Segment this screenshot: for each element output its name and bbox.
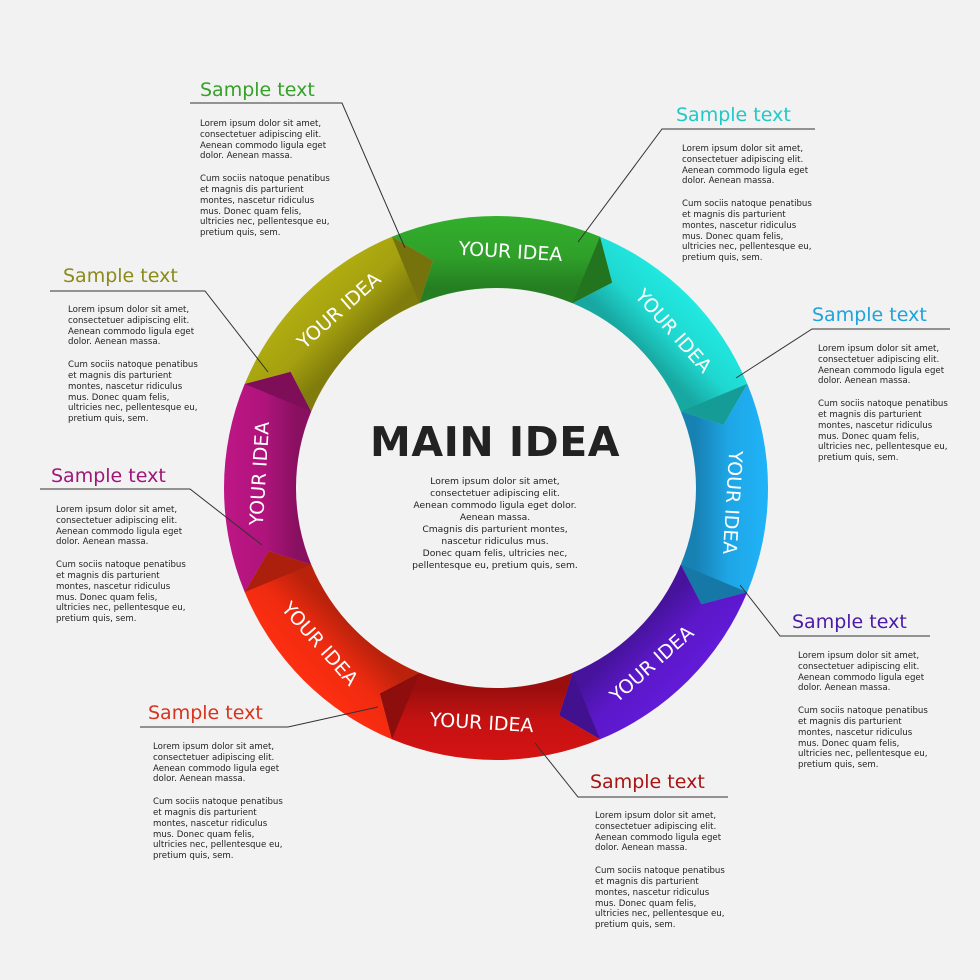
block-paragraph-1: Lorem ipsum dolor sit amet, consectetuer… bbox=[798, 651, 972, 694]
block-title: Sample text bbox=[676, 104, 856, 126]
block-paragraph-1: Lorem ipsum dolor sit amet, consectetuer… bbox=[68, 305, 243, 348]
block-title: Sample text bbox=[63, 265, 243, 287]
block-title: Sample text bbox=[51, 465, 231, 487]
block-paragraph-1: Lorem ipsum dolor sit amet, consectetuer… bbox=[818, 344, 980, 387]
sample-block-7: Sample text Lorem ipsum dolor sit amet, … bbox=[51, 465, 231, 625]
block-paragraph-2: Cum sociis natoque penatibus et magnis d… bbox=[68, 360, 243, 425]
main-idea-body: Lorem ipsum dolor sit amet, consectetuer… bbox=[395, 476, 595, 572]
sample-block-8: Sample text Lorem ipsum dolor sit amet, … bbox=[63, 265, 243, 425]
block-paragraph-1: Lorem ipsum dolor sit amet, consectetuer… bbox=[200, 119, 380, 162]
block-paragraph-1: Lorem ipsum dolor sit amet, consectetuer… bbox=[56, 505, 231, 548]
block-paragraph-2: Cum sociis natoque penatibus et magnis d… bbox=[200, 174, 380, 239]
sample-block-2: Sample text Lorem ipsum dolor sit amet, … bbox=[676, 104, 856, 264]
sample-block-1: Sample text Lorem ipsum dolor sit amet, … bbox=[200, 79, 380, 239]
block-paragraph-1: Lorem ipsum dolor sit amet, consectetuer… bbox=[153, 742, 328, 785]
block-title: Sample text bbox=[200, 79, 380, 101]
block-title: Sample text bbox=[590, 771, 770, 793]
block-title: Sample text bbox=[148, 702, 328, 724]
block-paragraph-2: Cum sociis natoque penatibus et magnis d… bbox=[798, 706, 972, 771]
block-paragraph-1: Lorem ipsum dolor sit amet, consectetuer… bbox=[595, 811, 770, 854]
sample-block-4: Sample text Lorem ipsum dolor sit amet, … bbox=[792, 611, 972, 771]
sample-block-3: Sample text Lorem ipsum dolor sit amet, … bbox=[812, 304, 980, 464]
main-idea-title: MAIN IDEA bbox=[320, 418, 670, 466]
block-paragraph-2: Cum sociis natoque penatibus et magnis d… bbox=[56, 560, 231, 625]
block-paragraph-2: Cum sociis natoque penatibus et magnis d… bbox=[595, 866, 770, 931]
sample-block-5: Sample text Lorem ipsum dolor sit amet, … bbox=[590, 771, 770, 931]
block-paragraph-2: Cum sociis natoque penatibus et magnis d… bbox=[153, 797, 328, 862]
sample-block-6: Sample text Lorem ipsum dolor sit amet, … bbox=[148, 702, 328, 862]
block-title: Sample text bbox=[792, 611, 972, 633]
block-paragraph-1: Lorem ipsum dolor sit amet, consectetuer… bbox=[682, 144, 856, 187]
block-paragraph-2: Cum sociis natoque penatibus et magnis d… bbox=[682, 199, 856, 264]
block-paragraph-2: Cum sociis natoque penatibus et magnis d… bbox=[818, 399, 980, 464]
block-title: Sample text bbox=[812, 304, 980, 326]
